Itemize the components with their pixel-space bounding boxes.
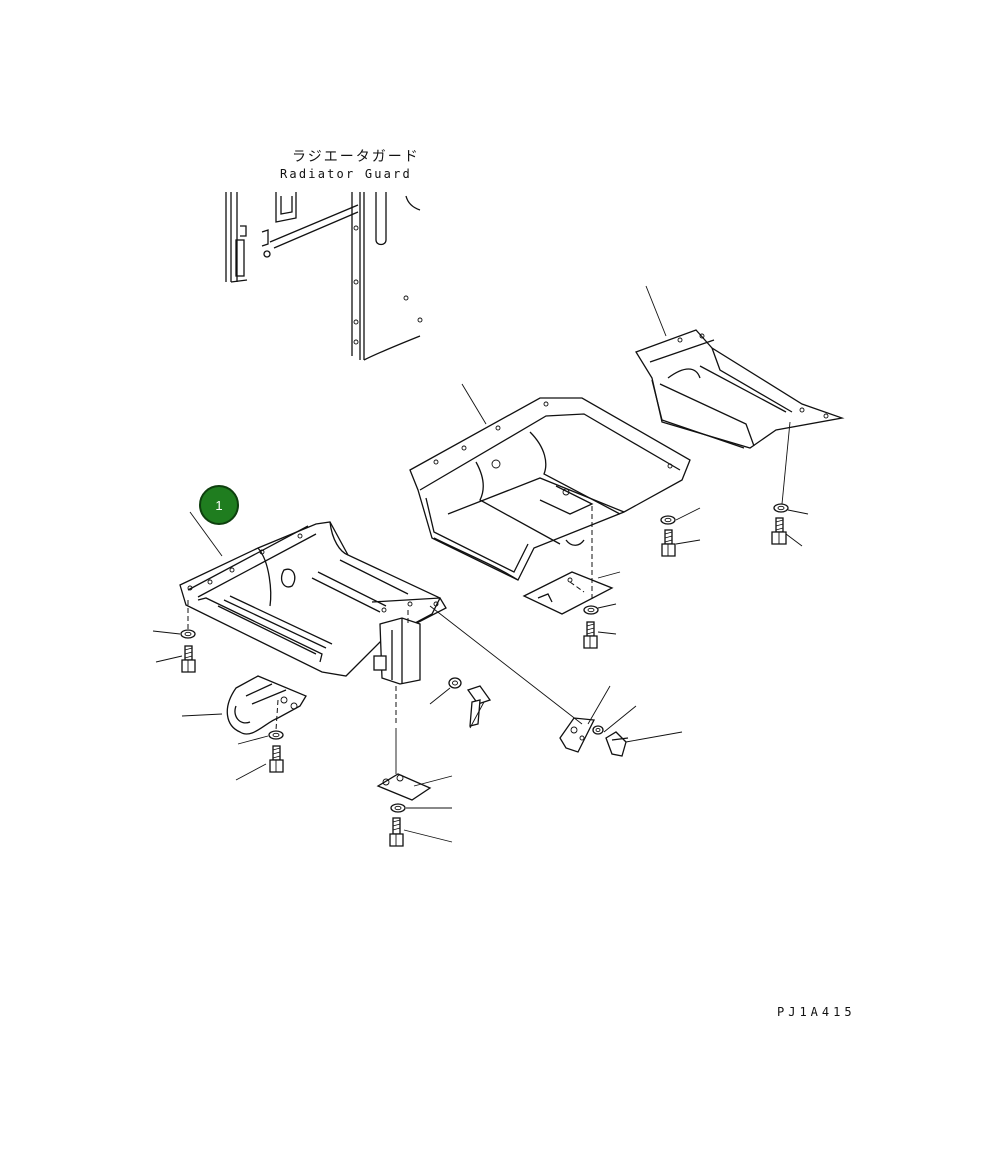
washers: [180, 503, 789, 813]
tow-hook-plate: [226, 675, 307, 735]
center-inspection-cover: [522, 571, 614, 615]
part-callout-label: 1: [215, 497, 223, 513]
bracket-plate: [559, 717, 596, 753]
assembly-center-lines: [187, 506, 593, 731]
lower-cover-plate: [376, 773, 432, 801]
bolts: [181, 517, 787, 847]
rear-side-guard: [635, 329, 845, 449]
diagram-title-english: Radiator Guard: [280, 167, 412, 181]
drawing-code: PJ1A415: [777, 1005, 856, 1019]
diagram-title-japanese: ラジエータガード: [292, 149, 420, 165]
radiator-guard-assembly: [225, 192, 423, 361]
part-callout-1[interactable]: 1: [199, 485, 239, 525]
front-undercover-guard: [179, 521, 447, 685]
leader-lines: [152, 285, 809, 843]
center-pan-guard: [409, 397, 691, 581]
